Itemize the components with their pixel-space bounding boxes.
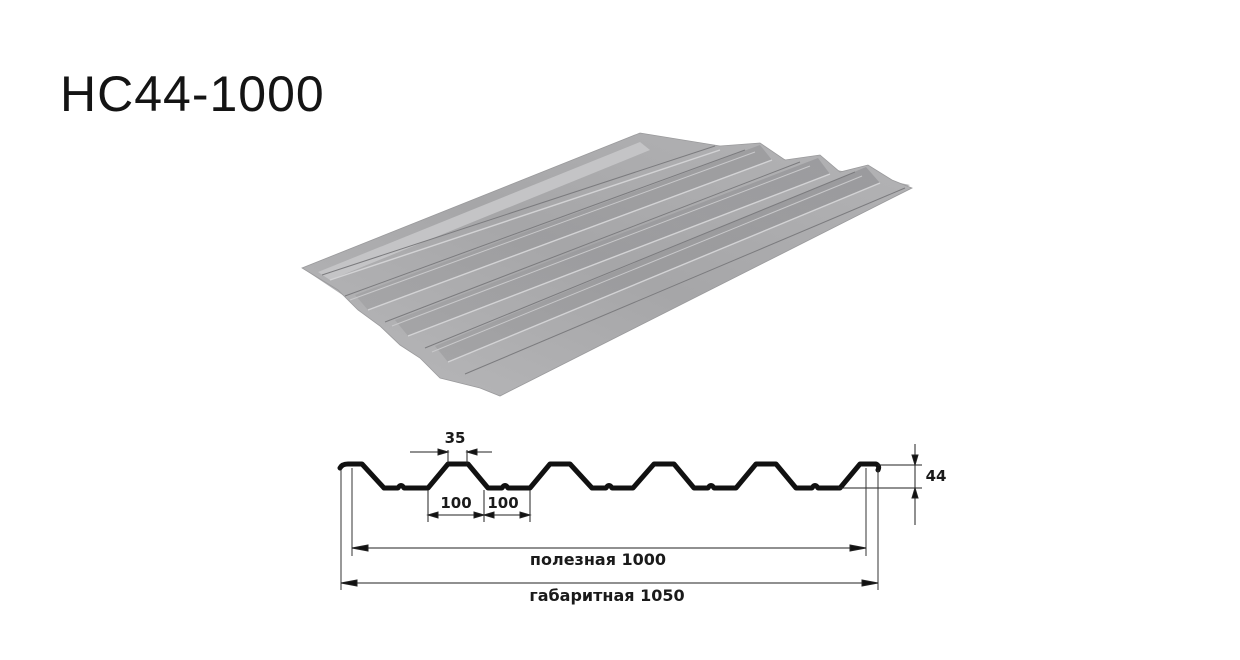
- product-title: НС44-1000: [60, 66, 325, 122]
- dim-crest-width: 35: [445, 429, 466, 447]
- profile-line: [337, 461, 882, 491]
- dim-overall-width: габаритная 1050: [529, 586, 684, 605]
- dim-trough-left: 100: [440, 494, 471, 512]
- dim-trough-right: 100: [487, 494, 518, 512]
- dim-height: 44: [926, 467, 947, 485]
- dim-useful-width: полезная 1000: [530, 550, 666, 569]
- corrugated-sheet-image: [301, 132, 913, 397]
